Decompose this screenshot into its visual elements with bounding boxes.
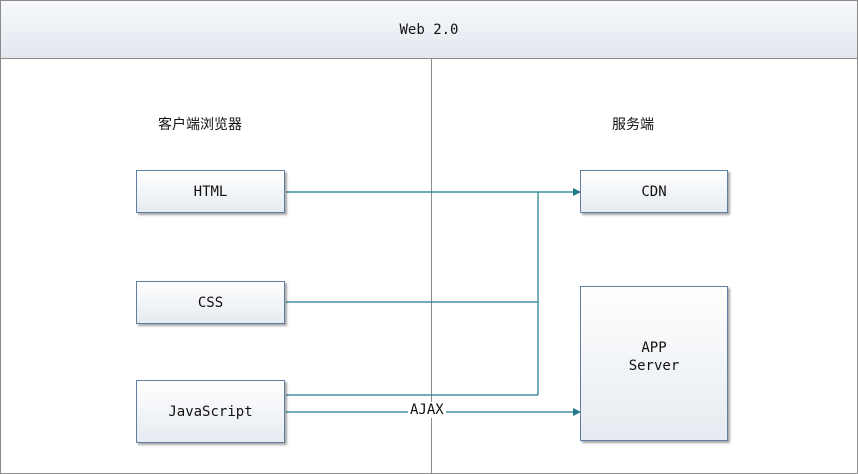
- server-section-label: 服务端: [612, 117, 654, 133]
- javascript-node: JavaScript: [136, 380, 285, 443]
- html-node-label: HTML: [193, 183, 228, 200]
- cdn-node: CDN: [580, 170, 728, 213]
- cdn-node-label: CDN: [641, 183, 667, 200]
- ajax-edge-label: AJAX: [408, 402, 446, 418]
- vertical-divider: [431, 58, 432, 474]
- html-node: HTML: [136, 170, 285, 213]
- css-node: CSS: [136, 281, 285, 324]
- app-server-label-line2: Server: [628, 357, 680, 374]
- css-node-label: CSS: [197, 294, 224, 311]
- javascript-node-label: JavaScript: [168, 403, 253, 420]
- app-server-label-line1: APP: [641, 339, 667, 356]
- app-server-node: APP Server: [580, 286, 728, 441]
- diagram-title: Web 2.0: [399, 21, 459, 38]
- diagram-title-bar: Web 2.0: [1, 1, 857, 59]
- client-section-label: 客户端浏览器: [158, 117, 242, 133]
